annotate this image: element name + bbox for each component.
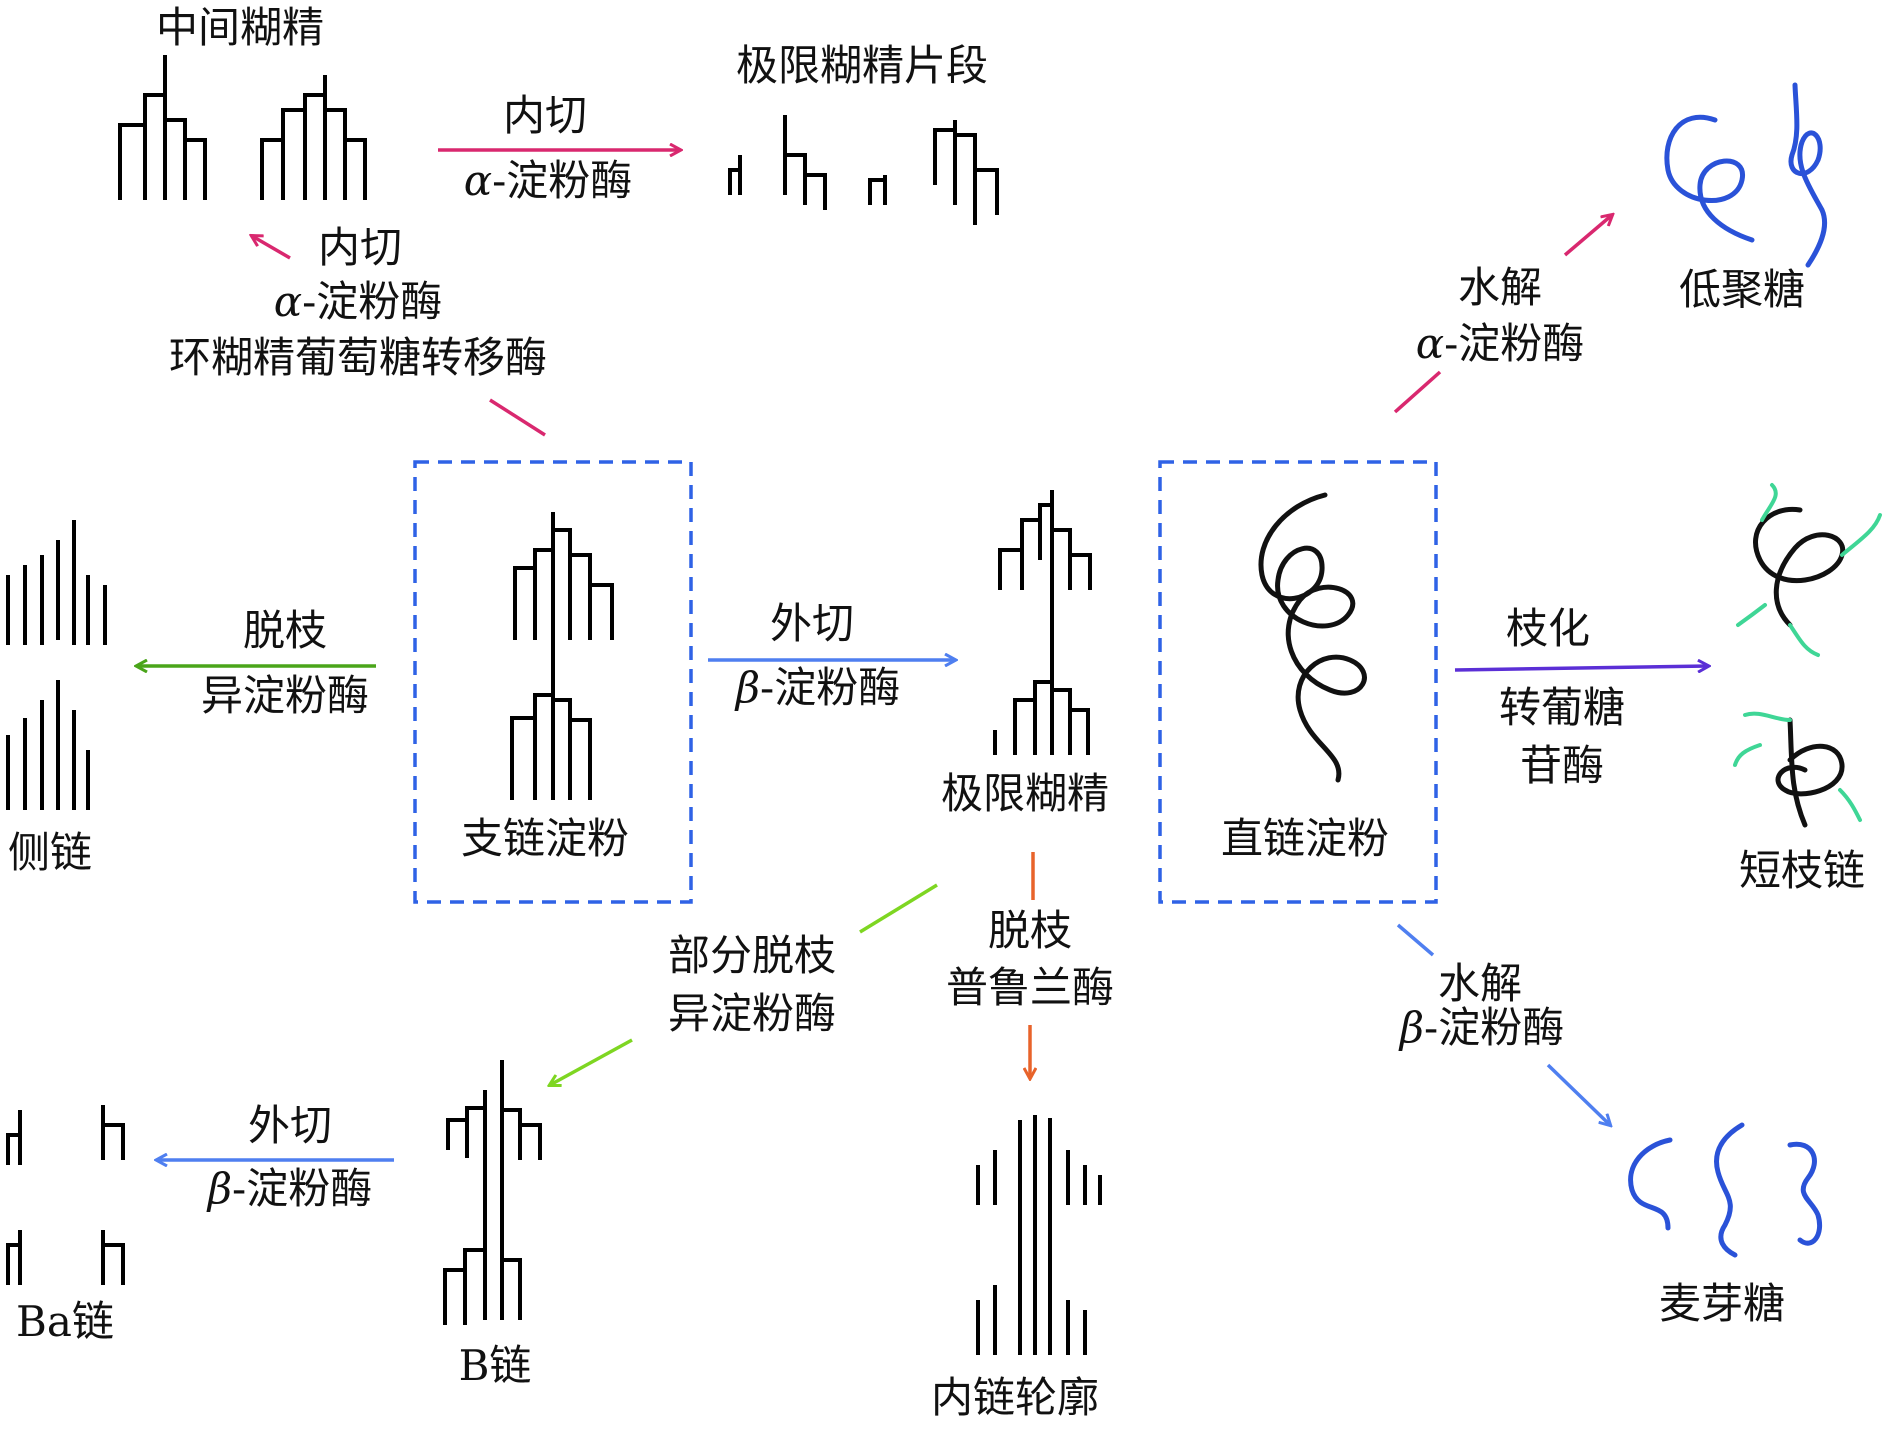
endo-alpha-top-enzyme: α-淀粉酶 — [464, 156, 633, 205]
arrow-hydrolysis-beta-tail — [1396, 923, 1435, 957]
arrow-partial-debranch-head — [550, 1038, 633, 1085]
partial-debranch-action: 部分脱枝 — [668, 931, 836, 980]
side-chain-structure — [6, 520, 107, 810]
arrow-hydrolysis-alpha-head — [1563, 215, 1612, 257]
limit-dextrin-fragments-structure — [728, 115, 999, 225]
b-chain-structure — [443, 1060, 542, 1325]
maltose-structure — [1628, 1122, 1822, 1258]
limit-dextrin-structure — [993, 490, 1092, 755]
branching-action: 枝化 — [1506, 604, 1590, 653]
arrow-endo-alpha-cgt-tail — [489, 398, 546, 437]
inner-chain-profile-label: 内链轮廓 — [931, 1373, 1099, 1422]
hydrolysis-beta-enzyme: β-淀粉酶 — [1398, 1003, 1564, 1052]
partial-debranch-enzyme: 异淀粉酶 — [668, 989, 836, 1038]
amylose-frame — [1158, 460, 1438, 904]
debranch-isoamylase-enzyme: 异淀粉酶 — [201, 671, 369, 720]
arrow-hydrolysis-beta-head — [1546, 1063, 1610, 1125]
amylopectin-structure — [510, 512, 614, 800]
arrow-hydrolysis-alpha-tail — [1393, 370, 1442, 414]
arrow-branching — [1454, 666, 1708, 670]
debranch-pullulanase-action: 脱枝 — [988, 906, 1072, 955]
endo-alpha-cgt-enzyme2: 环糊精葡萄糖转移酶 — [169, 333, 547, 382]
exo-beta-bottom-enzyme: β-淀粉酶 — [206, 1164, 372, 1213]
endo-alpha-top-action: 内切 — [503, 91, 587, 140]
oligosaccharide-structure — [1664, 82, 1828, 268]
branching-enzyme-line1: 转葡糖 — [1499, 683, 1625, 732]
branching-enzyme-line2: 苷酶 — [1520, 741, 1604, 790]
exo-beta-bottom-action: 外切 — [248, 1101, 332, 1150]
exo-beta-mid-enzyme: β-淀粉酶 — [734, 663, 900, 712]
intermediate-dextrin-structure — [118, 55, 367, 200]
hydrolysis-beta-action: 水解 — [1438, 959, 1522, 1008]
exo-beta-mid-action: 外切 — [770, 599, 854, 648]
debranch-isoamylase-action: 脱枝 — [243, 606, 327, 655]
arrow-endo-alpha-cgt-head — [252, 236, 291, 260]
side-chain-label: 侧链 — [8, 828, 92, 877]
debranch-pullulanase-enzyme: 普鲁兰酶 — [946, 963, 1114, 1012]
limit-dextrin-label: 极限糊精 — [941, 769, 1109, 818]
b-chain-label: B链 — [459, 1341, 532, 1390]
endo-alpha-cgt-action: 内切 — [318, 223, 402, 272]
hydrolysis-alpha-enzyme: α-淀粉酶 — [1416, 319, 1585, 368]
amylopectin-label: 支链淀粉 — [461, 814, 629, 863]
intermediate-dextrin-label: 中间糊精 — [156, 3, 324, 52]
limit-dextrin-fragments-label: 极限糊精片段 — [736, 41, 988, 90]
short-branch-chain-structure — [1733, 483, 1882, 828]
endo-alpha-cgt-enzyme: α-淀粉酶 — [274, 277, 443, 326]
maltose-label: 麦芽糖 — [1659, 1279, 1785, 1328]
short-branch-chain-label: 短枝链 — [1739, 846, 1865, 895]
inner-chain-profile-structure — [976, 1115, 1102, 1355]
ba-chain-label: Ba链 — [16, 1297, 114, 1346]
amylose-label: 直链淀粉 — [1221, 814, 1389, 863]
arrow-partial-debranch-tail — [859, 883, 938, 934]
hydrolysis-alpha-action: 水解 — [1458, 263, 1542, 312]
amylose-structure — [1258, 492, 1367, 783]
ba-chain-structure — [6, 1105, 125, 1285]
oligosaccharide-label: 低聚糖 — [1679, 265, 1805, 314]
amylopectin-frame — [413, 460, 693, 904]
